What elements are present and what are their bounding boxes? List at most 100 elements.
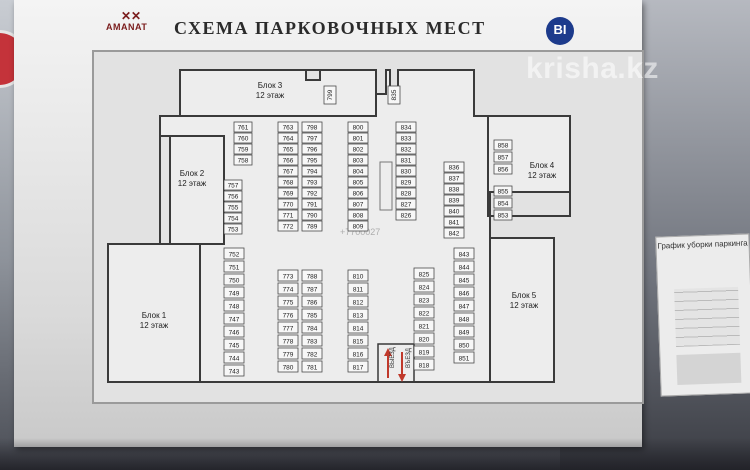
parking-spot-number: 837 — [449, 176, 460, 183]
parking-spot: 814 — [347, 321, 369, 334]
parking-spot-number: 826 — [401, 213, 412, 220]
floor-shadow — [0, 438, 750, 470]
parking-spot-number: 823 — [419, 298, 430, 305]
parking-spot-number: 749 — [229, 291, 240, 298]
parking-spot-number: 829 — [401, 180, 412, 187]
parking-spot-box — [493, 209, 513, 221]
parking-spot-number: 843 — [459, 252, 470, 259]
parking-spot-box — [223, 325, 245, 338]
parking-spot: 791 — [301, 198, 323, 210]
parking-spot: 745 — [223, 338, 245, 351]
parking-spot: 815 — [347, 334, 369, 347]
parking-spot-number: 808 — [353, 213, 364, 220]
parking-spot-number: 827 — [401, 202, 412, 209]
parking-spot: 767 — [277, 165, 299, 177]
parking-spot-box — [453, 299, 475, 312]
parking-spot: 788 — [301, 269, 323, 282]
parking-spot: 744 — [223, 351, 245, 364]
parking-spot-number: 788 — [307, 274, 318, 281]
parking-spot-number: 760 — [238, 136, 249, 143]
parking-spot-number: 841 — [449, 220, 460, 227]
parking-spot-number: 845 — [459, 278, 470, 285]
parking-spot: 784 — [301, 321, 323, 334]
parking-spot: 842 — [443, 227, 465, 239]
parking-spot-number: 812 — [353, 300, 364, 307]
parking-spot: 853 — [493, 209, 513, 221]
parking-spot-number: 773 — [283, 274, 294, 281]
parking-spot-number: 801 — [353, 136, 364, 143]
parking-spot-box — [347, 321, 369, 334]
parking-spot-box — [277, 143, 299, 155]
parking-spot: 760 — [233, 132, 253, 144]
parking-spot-number: 840 — [449, 209, 460, 216]
parking-spot: 764 — [277, 132, 299, 144]
parking-spot-number: 847 — [459, 304, 470, 311]
parking-spot-number: 743 — [229, 369, 240, 376]
parking-spot: 802 — [347, 143, 369, 155]
phone-watermark: +7700027 — [340, 227, 380, 237]
parking-spot: 840 — [443, 205, 465, 217]
parking-spot: 755 — [223, 201, 243, 213]
parking-spot: 797 — [301, 132, 323, 144]
schedule-table — [674, 286, 741, 348]
block-1-floors: 12 этаж — [140, 321, 169, 330]
parking-spot-number: 856 — [498, 167, 509, 174]
parking-spot-box — [277, 269, 299, 282]
parking-spot-box — [443, 183, 465, 195]
parking-spot: 773 — [277, 269, 299, 282]
parking-spot-number: 846 — [459, 291, 470, 298]
parking-spot: 846 — [453, 286, 475, 299]
parking-spot-box — [347, 121, 369, 133]
block-3-floors: 12 этаж — [256, 91, 285, 100]
parking-spot: 839 — [443, 194, 465, 206]
parking-spot-number: 828 — [401, 191, 412, 198]
parking-spot-box — [301, 321, 323, 334]
parking-spot-box — [301, 269, 323, 282]
parking-spot-number: 754 — [228, 216, 239, 223]
parking-spot-number: 776 — [283, 313, 294, 320]
parking-spot-number: 817 — [353, 365, 364, 372]
parking-spot-box — [277, 198, 299, 210]
parking-board: ✕✕ AMANAT СХЕМА ПАРКОВОЧНЫХ МЕСТ BI ВЫЕЗ… — [14, 0, 658, 447]
block-5-shape — [489, 237, 555, 383]
parking-spot-box — [223, 312, 245, 325]
parking-spot: 796 — [301, 143, 323, 155]
parking-spot-number: 821 — [419, 324, 430, 331]
parking-spot: 858 — [493, 139, 513, 151]
parking-spot-number: 765 — [283, 147, 294, 154]
parking-spot-number: 766 — [283, 158, 294, 165]
entry-label: ВЪЕЗД — [406, 348, 412, 368]
parking-spot: 780 — [277, 360, 299, 373]
parking-spot: 819 — [413, 345, 435, 358]
parking-spot: 748 — [223, 299, 245, 312]
parking-spot-box — [443, 205, 465, 217]
parking-spot-box — [347, 282, 369, 295]
parking-spot: 790 — [301, 209, 323, 221]
block-1-shape — [107, 243, 201, 383]
parking-spot: 770 — [277, 198, 299, 210]
parking-spot-box — [233, 154, 253, 166]
parking-spot: 849 — [453, 325, 475, 338]
parking-spot: 781 — [301, 360, 323, 373]
parking-spot-box — [443, 172, 465, 184]
exit-label: ВЫЕЗД — [390, 347, 396, 368]
parking-spot-number: 791 — [307, 202, 318, 209]
parking-spot-box — [347, 360, 369, 373]
parking-spot: 843 — [453, 247, 475, 260]
parking-spot: 813 — [347, 308, 369, 321]
parking-spot: 821 — [413, 319, 435, 332]
parking-spot-box — [277, 132, 299, 144]
parking-spot-box — [493, 197, 513, 209]
parking-spot-number: 822 — [419, 311, 430, 318]
parking-spot-box — [453, 325, 475, 338]
block-4-label: Блок 4 — [530, 161, 555, 170]
parking-spot-box — [277, 176, 299, 188]
parking-spot-number: 831 — [401, 158, 412, 165]
parking-spot-number: 849 — [459, 330, 470, 337]
parking-spot-number: 809 — [353, 224, 364, 231]
parking-spot-box — [301, 176, 323, 188]
parking-spot: 848 — [453, 312, 475, 325]
parking-spot-box — [223, 364, 245, 377]
parking-spot: 743 — [223, 364, 245, 377]
parking-spot-number: 781 — [307, 365, 318, 372]
